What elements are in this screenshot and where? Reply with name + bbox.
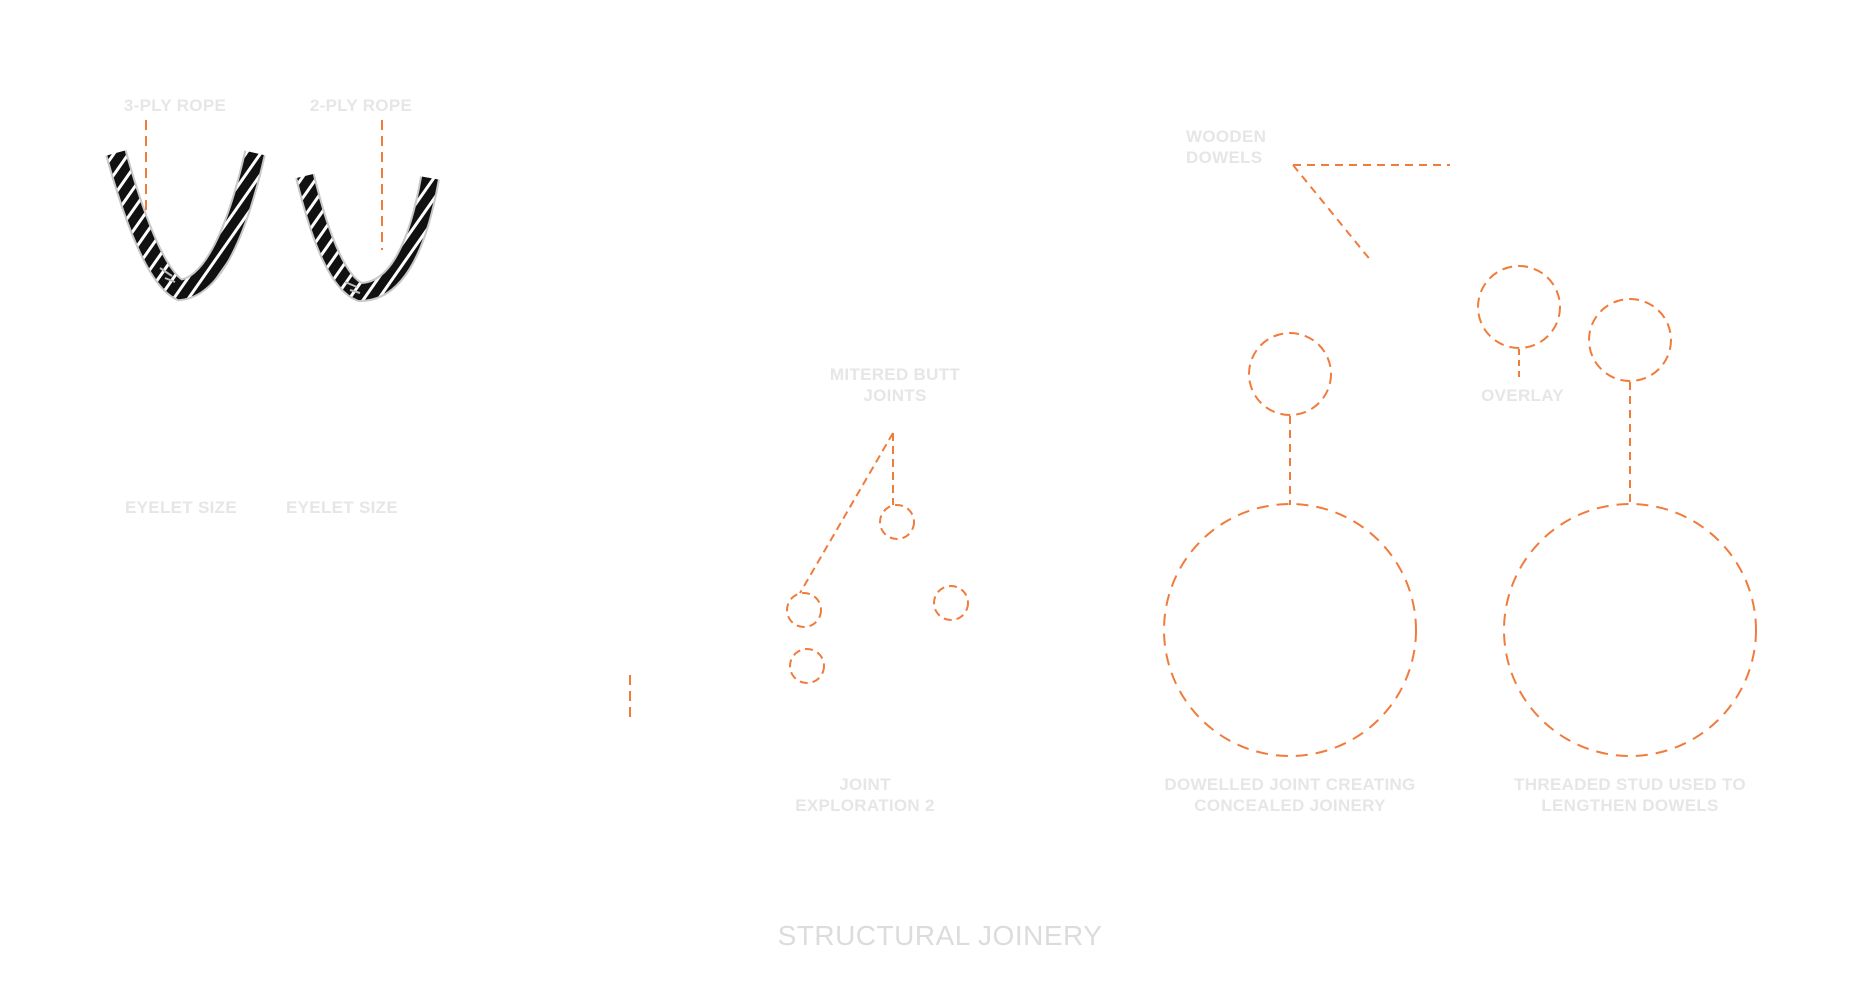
wooden-dowels-label: WOODEN DOWELS — [1186, 127, 1267, 167]
two-ply-rope-label: 2-PLY ROPE — [309, 96, 413, 115]
three-ply-rope-label: 3-PLY ROPE — [123, 96, 227, 115]
mitered-joint-markers — [786, 432, 969, 684]
eyelet-size-label-1: EYELET SIZE — [125, 498, 237, 517]
two-ply-rope-icon — [295, 173, 440, 303]
dowelled-joint-label: DOWELLED JOINT CREATING CONCEALED JOINER… — [1164, 775, 1416, 815]
overlay-detail — [1477, 265, 1561, 380]
mitered-butt-joints-label: MITERED BUTT JOINTS — [829, 365, 961, 405]
joint-exploration-2-label: JOINT EXPLORATION 2 — [795, 775, 935, 815]
wooden-dowels-leader — [1292, 164, 1450, 263]
overlay-label: OVERLAY — [1481, 386, 1564, 405]
three-ply-rope-icon — [105, 150, 266, 302]
page-title: STRUCTURAL JOINERY — [777, 920, 1103, 951]
threaded-stud-label: THREADED STUD USED TO LENGTHEN DOWELS — [1514, 775, 1746, 815]
dowelled-joint-detail — [1163, 332, 1417, 757]
eyelet-size-label-2: EYELET SIZE — [286, 498, 398, 517]
threaded-stud-detail — [1503, 298, 1757, 757]
